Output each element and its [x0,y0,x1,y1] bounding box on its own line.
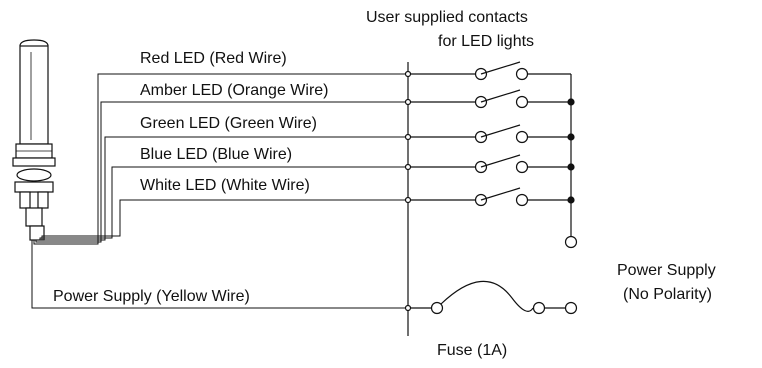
power-wire-label: Power Supply (Yellow Wire) [53,288,250,305]
common-bus [564,98,578,249]
power-terminal-bottom [564,301,578,315]
fuse-symbol [408,280,578,315]
wire-label-red: Red LED (Red Wire) [140,50,287,67]
fuse-label: Fuse (1A) [437,342,507,359]
wire-label-green: Green LED (Green Wire) [140,115,317,132]
contacts-label-line1: User supplied contacts [366,9,528,26]
wire-label-amber: Amber LED (Orange Wire) [140,82,329,99]
wire-bundle [31,73,408,309]
contact-switch-white [408,187,571,207]
signal-tower-icon [12,39,56,241]
wire-label-white: White LED (White Wire) [140,177,310,194]
contact-switch-blue [408,154,571,174]
power-supply-label-line1: Power Supply [617,262,716,279]
power-supply-label-line2: (No Polarity) [623,286,712,303]
contacts-label-line2: for LED lights [438,33,534,50]
terminal-nodes [404,70,412,312]
power-terminal-top [564,235,578,249]
contact-switch-amber [408,89,571,109]
contact-switch-red [408,61,571,81]
contact-switch-green [408,124,571,144]
wire-label-blue: Blue LED (Blue Wire) [140,146,292,163]
